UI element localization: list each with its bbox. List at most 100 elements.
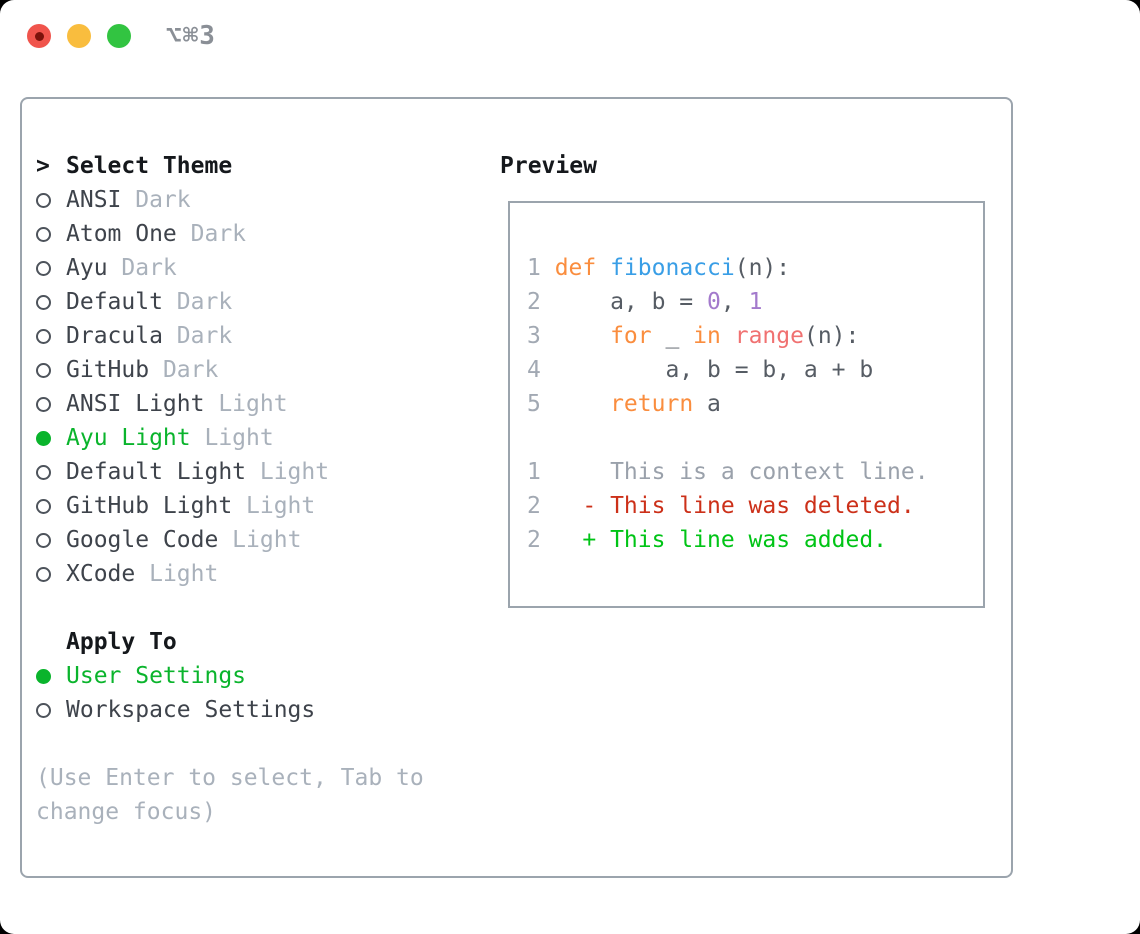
theme-option-google-code[interactable]: Google Code Light <box>36 523 482 557</box>
zoom-button[interactable] <box>107 24 131 48</box>
spacer <box>36 591 482 625</box>
code-token <box>555 323 610 349</box>
theme-variant-tag: Dark <box>107 255 177 281</box>
ring-icon <box>36 532 51 548</box>
theme-name: ANSI Light <box>66 391 205 417</box>
apply-to-header-row: Apply To <box>36 625 482 659</box>
line-number: 1 <box>527 255 541 281</box>
code-token: 1 <box>748 289 763 315</box>
theme-option-github[interactable]: GitHub Dark <box>36 353 482 387</box>
theme-variant-tag: Light <box>218 527 302 553</box>
theme-name: Dracula <box>66 323 163 349</box>
code-token <box>596 255 610 281</box>
theme-variant-tag: Dark <box>121 187 191 213</box>
theme-name: XCode <box>66 561 136 587</box>
apply-option-workspace-settings[interactable]: Workspace Settings <box>36 693 482 727</box>
ring-icon <box>36 226 51 242</box>
radio-icon <box>36 396 66 412</box>
keyboard-hint-text: (Use Enter to select, Tab to change focu… <box>36 765 424 825</box>
line-number: 3 <box>527 323 541 349</box>
code-token <box>721 323 735 349</box>
theme-variant-tag: Light <box>135 561 219 587</box>
radio-icon <box>36 532 66 548</box>
code-token: This is a context line. <box>554 459 929 485</box>
code-token: (n): <box>803 323 860 349</box>
radio-icon <box>36 192 66 208</box>
code-token: for <box>610 323 652 349</box>
theme-name: Default Light <box>66 459 247 485</box>
blank-line <box>527 421 977 455</box>
spacer <box>36 727 482 761</box>
code-line: 1 This is a context line. <box>527 455 977 489</box>
ring-icon <box>36 192 51 208</box>
line-number: 4 <box>527 357 541 383</box>
theme-variant-tag: Dark <box>149 357 219 383</box>
theme-option-atom-one[interactable]: Atom One Dark <box>36 217 482 251</box>
pointer-icon: > <box>36 153 50 179</box>
line-number: 5 <box>527 391 541 417</box>
theme-option-ansi-light[interactable]: ANSI Light Light <box>36 387 482 421</box>
theme-variant-tag: Light <box>204 391 288 417</box>
filled-dot-icon <box>36 668 51 684</box>
preview-heading: Preview <box>500 153 597 179</box>
theme-option-ayu-light[interactable]: Ayu Light Light <box>36 421 482 455</box>
radio-icon <box>36 566 66 582</box>
code-line: 2 + This line was added. <box>527 523 977 557</box>
window-title: ⌥⌘3 <box>166 21 216 51</box>
ring-icon <box>36 464 51 480</box>
theme-variant-tag: Light <box>232 493 316 519</box>
code-token: return <box>610 391 694 417</box>
radio-icon <box>36 498 66 514</box>
theme-name: Default <box>66 289 163 315</box>
theme-name: Ayu <box>66 255 108 281</box>
minimize-button[interactable] <box>67 24 91 48</box>
code-token: 0 <box>707 289 721 315</box>
code-token: def <box>554 255 597 281</box>
code-token: , <box>720 289 749 315</box>
theme-option-ansi[interactable]: ANSI Dark <box>36 183 482 217</box>
ring-icon <box>36 362 51 378</box>
theme-name: Google Code <box>66 527 219 553</box>
code-token: a, b = b, a + b <box>554 357 874 383</box>
theme-name: Atom One <box>66 221 177 247</box>
code-token: a, b = <box>554 289 708 315</box>
theme-option-default-light[interactable]: Default Light Light <box>36 455 482 489</box>
theme-name: Ayu Light <box>66 425 191 451</box>
theme-option-dracula[interactable]: Dracula Dark <box>36 319 482 353</box>
line-number: 1 <box>527 459 541 485</box>
code-line: 2 a, b = 0, 1 <box>527 285 977 319</box>
ring-icon <box>36 328 51 344</box>
apply-to-heading: Apply To <box>66 629 177 655</box>
code-token: in <box>693 323 721 349</box>
radio-icon <box>36 362 66 378</box>
code-token: _ <box>651 323 694 349</box>
ring-icon <box>36 396 51 412</box>
close-button-dot-icon <box>34 31 44 41</box>
theme-variant-tag: Dark <box>162 323 233 349</box>
theme-option-ayu[interactable]: Ayu Dark <box>36 251 482 285</box>
theme-option-github-light[interactable]: GitHub Light Light <box>36 489 482 523</box>
line-number: 2 <box>527 493 541 519</box>
radio-icon <box>36 226 66 242</box>
theme-option-default[interactable]: Default Dark <box>36 285 482 319</box>
ring-icon <box>36 294 51 310</box>
theme-name: GitHub <box>66 357 150 383</box>
select-theme-heading: Select Theme <box>66 153 233 179</box>
theme-variant-tag: Dark <box>162 289 233 315</box>
ring-icon <box>36 566 51 582</box>
radio-icon <box>36 294 66 310</box>
code-line: 4 a, b = b, a + b <box>527 353 977 387</box>
close-button[interactable] <box>27 24 51 48</box>
apply-option-user-settings[interactable]: User Settings <box>36 659 482 693</box>
ring-icon <box>36 702 51 718</box>
theme-variant-tag: Dark <box>176 221 247 247</box>
ring-icon <box>36 498 51 514</box>
theme-option-xcode[interactable]: XCode Light <box>36 557 482 591</box>
line-number: 2 <box>527 289 541 315</box>
